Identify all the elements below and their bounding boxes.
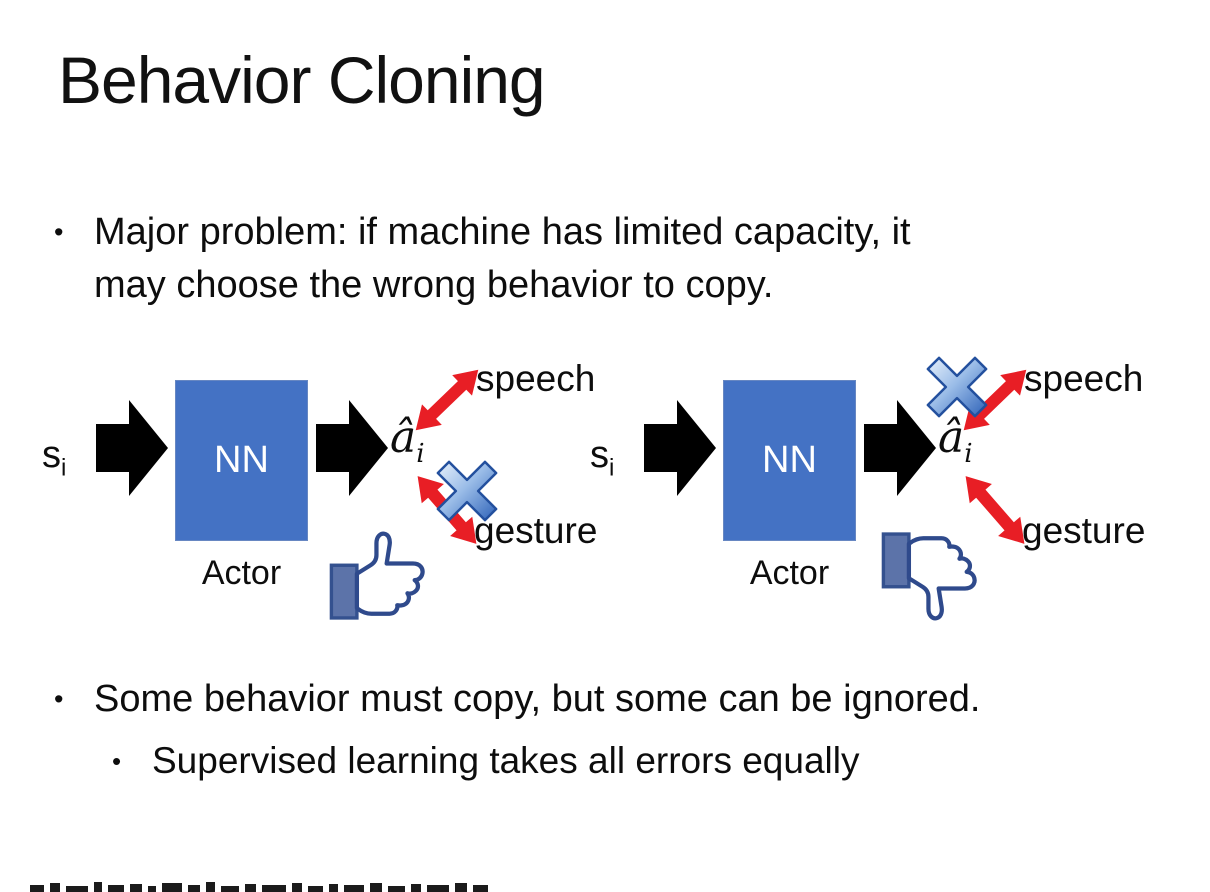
speech-branch-arrow-icon [415, 369, 479, 431]
speech-label: speech [476, 358, 596, 399]
bullet-some-behavior-text: Some behavior must copy, but some can be… [94, 678, 981, 720]
bullet-supervised-learning-text: Supervised learning takes all errors equ… [152, 740, 860, 781]
speech-label: speech [1024, 358, 1144, 399]
slide-title: Behavior Cloning [58, 43, 546, 117]
actor-caption: Actor [201, 554, 282, 592]
gesture-branch-arrow-icon [965, 476, 1025, 544]
neural-network-box: NN [175, 380, 308, 541]
diagram-left-good-copy: si NN Actor âi speech gesture [30, 350, 630, 648]
cross-out-icon [436, 460, 498, 522]
output-action-label: âi [938, 412, 973, 469]
input-state-label: si [590, 434, 614, 483]
bullet-marker: • [54, 217, 64, 247]
output-symbol: â [390, 412, 417, 463]
diagram-right-bad-copy: si NN Actor âi speech gesture [578, 350, 1178, 648]
bullet-marker: • [54, 684, 64, 714]
actor-caption: Actor [749, 554, 830, 592]
thumbs-up-icon [329, 531, 425, 620]
output-action-label: âi [390, 412, 425, 469]
bullet-major-problem-text: Major problem: if machine has limited ca… [94, 206, 911, 312]
output-symbol: â [938, 412, 965, 463]
neural-network-box: NN [723, 380, 856, 541]
input-subscript: i [609, 454, 615, 482]
input-subscript: i [61, 454, 67, 482]
flow-arrow-icon [864, 400, 936, 496]
cross-out-icon [926, 356, 988, 418]
network-label: NN [214, 439, 269, 481]
output-subscript: i [964, 438, 973, 469]
input-symbol: s [42, 434, 61, 476]
input-symbol: s [590, 434, 609, 476]
bullet-major-line-2: may choose the wrong behavior to copy. [94, 264, 774, 306]
cropped-text-fragment [30, 882, 488, 892]
network-label: NN [762, 439, 817, 481]
input-state-label: si [42, 434, 66, 483]
flow-arrow-icon [96, 400, 168, 496]
bullet-major-problem: • Major problem: if machine has limited … [54, 206, 911, 312]
thumbs-down-icon [881, 532, 977, 621]
bullet-major-line-1: Major problem: if machine has limited ca… [94, 211, 911, 253]
bullet-marker: • [112, 746, 122, 776]
output-subscript: i [416, 438, 425, 469]
gesture-label: gesture [474, 510, 598, 551]
flow-arrow-icon [316, 400, 388, 496]
flow-arrow-icon [644, 400, 716, 496]
bullet-some-behavior: • Some behavior must copy, but some can … [54, 676, 980, 722]
speech-branch-arrow-icon [963, 369, 1027, 431]
gesture-label: gesture [1022, 510, 1146, 551]
bullet-supervised-learning: • Supervised learning takes all errors e… [112, 738, 859, 784]
